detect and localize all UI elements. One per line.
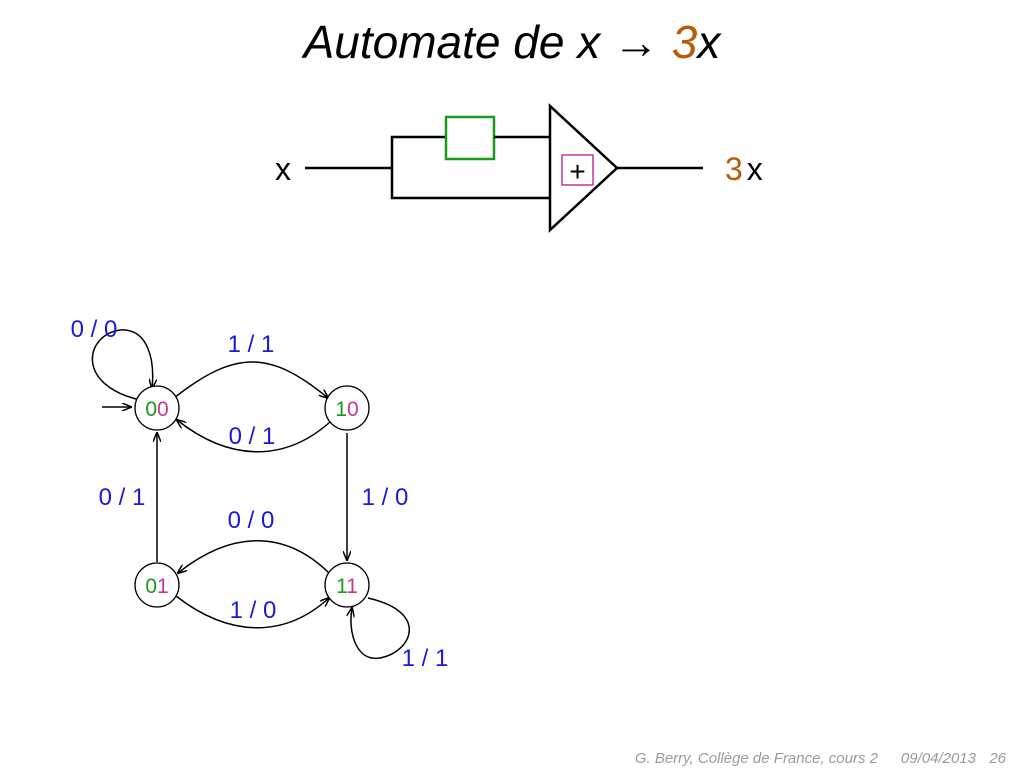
adder-plus-box — [561, 154, 594, 186]
output-number: 3 — [725, 151, 743, 187]
transition-10-00 — [177, 420, 331, 453]
footer-date: 09/04/2013 — [901, 750, 977, 767]
state-10-label: 10 — [335, 398, 358, 421]
state-01-node — [134, 562, 180, 608]
circuit-input-label: x — [275, 151, 291, 187]
state-machine: 00 10 01 11 0 / 0 1 / 1 0 / 1 0 / 1 1 / … — [71, 316, 449, 672]
page-title: Automate de x → 3x — [301, 16, 723, 68]
output-var: x — [747, 151, 763, 187]
label-00-00: 0 / 0 — [71, 316, 118, 343]
state-01-label: 01 — [145, 575, 168, 598]
adder-plus-symbol: + — [569, 156, 585, 187]
title-suffix: x — [695, 16, 722, 68]
adder-triangle — [548, 103, 619, 233]
footer-page-number: 26 — [988, 750, 1006, 767]
title-number: 3 — [672, 16, 698, 68]
label-11-11: 1 / 1 — [402, 645, 449, 672]
label-01-00: 0 / 1 — [99, 484, 146, 511]
lower-branch-wire — [390, 168, 549, 200]
title-arrow: → — [613, 16, 659, 68]
register-box — [444, 115, 496, 161]
label-11-01: 0 / 0 — [228, 507, 275, 534]
state-00-node — [134, 385, 180, 431]
upper-branch-wire — [390, 135, 446, 168]
transition-00-00 — [91, 329, 152, 401]
state-10-node — [324, 385, 370, 431]
state-00-label: 00 — [145, 398, 168, 421]
label-00-10: 1 / 1 — [228, 331, 275, 358]
state-11-label: 11 — [336, 575, 358, 598]
title-prefix: Automate de x — [301, 16, 603, 68]
label-10-11: 1 / 0 — [362, 484, 409, 511]
state-11-node — [324, 562, 370, 608]
transition-11-01 — [178, 540, 330, 573]
label-10-00: 0 / 1 — [229, 423, 276, 450]
transition-11-11 — [351, 597, 410, 659]
footer-author: G. Berry, Collège de France, cours 2 — [635, 750, 879, 767]
label-01-11: 1 / 0 — [230, 597, 277, 624]
transition-00-10 — [173, 361, 328, 398]
transition-01-11 — [175, 595, 329, 629]
